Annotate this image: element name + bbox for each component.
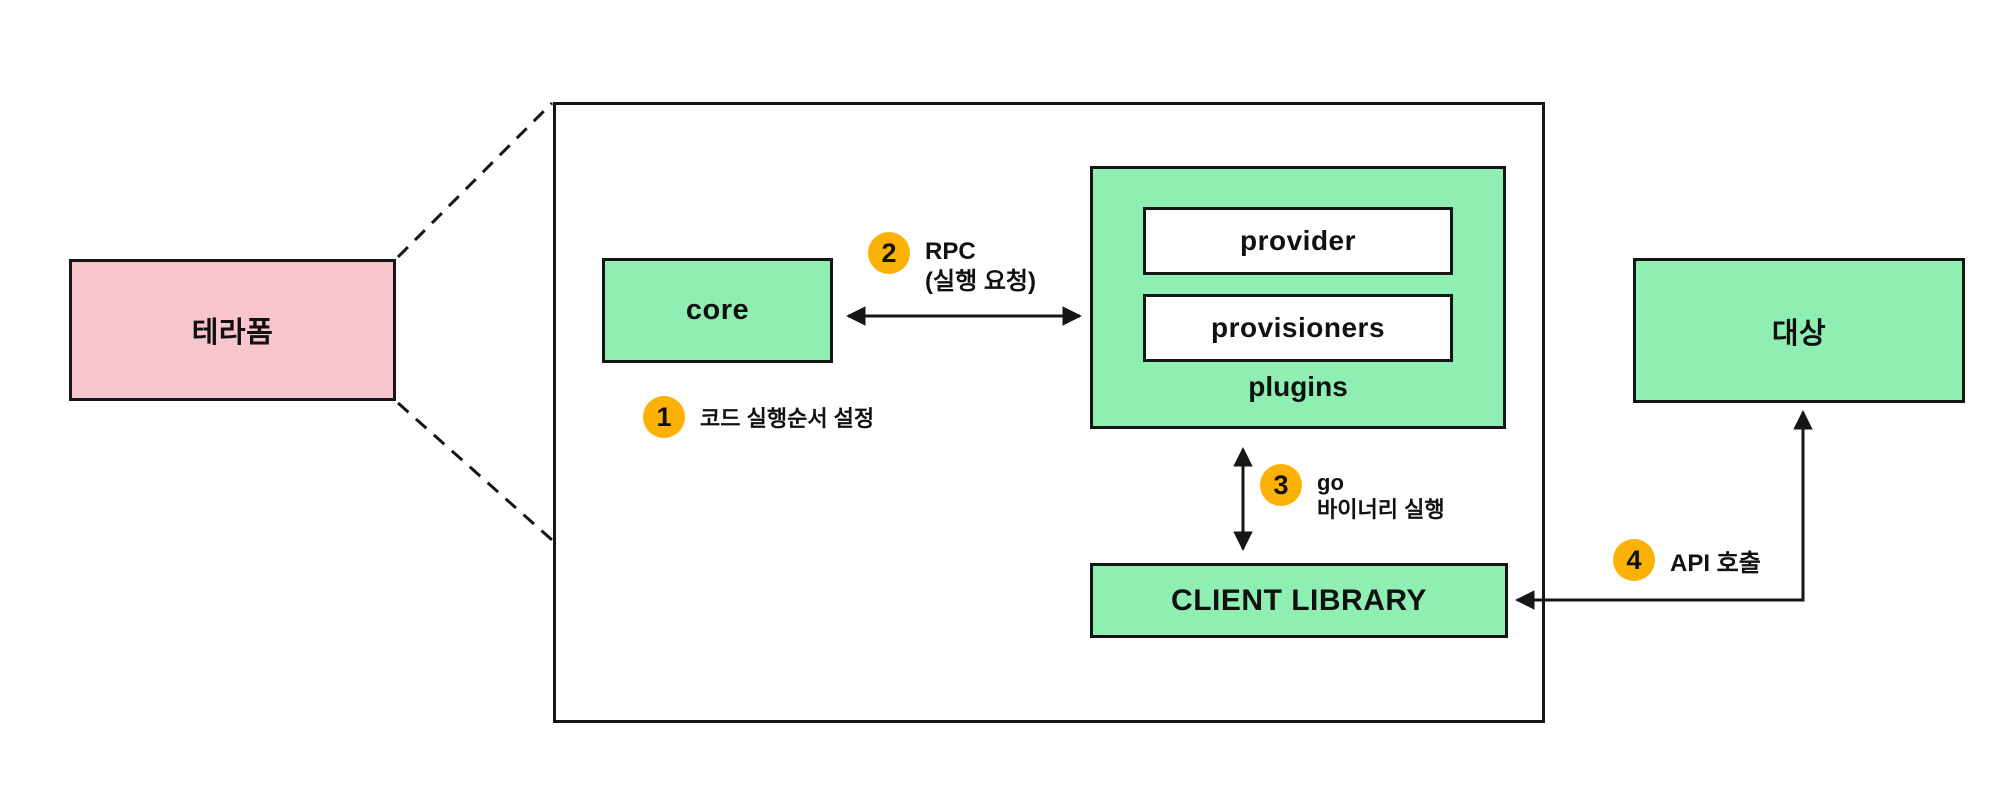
step-1-label: 코드 실행순서 설정 <box>700 406 875 431</box>
step-4-badge: 4 <box>1613 539 1655 581</box>
provider-box: provider <box>1143 207 1453 275</box>
step-2-annotation: 2 RPC (실행 요청) <box>868 232 1036 297</box>
dashed-link-top <box>396 101 554 259</box>
step-2-number: 2 <box>881 237 897 268</box>
step-2-badge: 2 <box>868 232 910 274</box>
step-3-badge: 3 <box>1260 464 1302 506</box>
target-label: 대상 <box>1771 317 1827 350</box>
provisioners-box: provisioners <box>1143 294 1453 362</box>
terraform-box: 테라폼 <box>69 259 396 401</box>
terraform-internals-container <box>553 102 1545 723</box>
step-4-annotation: 4 API 호출 <box>1613 539 1761 581</box>
step-3-number: 3 <box>1273 469 1289 500</box>
step-3-label: go 바이너리 실행 <box>1317 470 1445 522</box>
step-1-number: 1 <box>656 401 672 432</box>
step-1-badge: 1 <box>643 396 685 438</box>
provisioners-label: provisioners <box>1210 312 1386 343</box>
target-box: 대상 <box>1633 258 1965 403</box>
client-library-box: CLIENT LIBRARY <box>1090 563 1508 638</box>
step-4-label: API 호출 <box>1670 549 1761 577</box>
core-box: core <box>602 258 833 363</box>
provider-label: provider <box>1239 225 1357 256</box>
plugins-label: plugins <box>1248 371 1348 402</box>
step-2-label: RPC (실행 요청) <box>925 238 1036 295</box>
step-1-annotation: 1 코드 실행순서 설정 <box>643 396 874 438</box>
dashed-link-bottom <box>397 401 553 542</box>
client-library-label: CLIENT LIBRARY <box>1171 583 1427 617</box>
plugins-box: provider provisioners plugins <box>1090 166 1506 429</box>
step-3-annotation: 3 go 바이너리 실행 <box>1260 464 1445 523</box>
step-4-number: 4 <box>1626 544 1642 575</box>
terraform-label: 테라폼 <box>191 317 274 349</box>
core-label: core <box>685 294 750 326</box>
